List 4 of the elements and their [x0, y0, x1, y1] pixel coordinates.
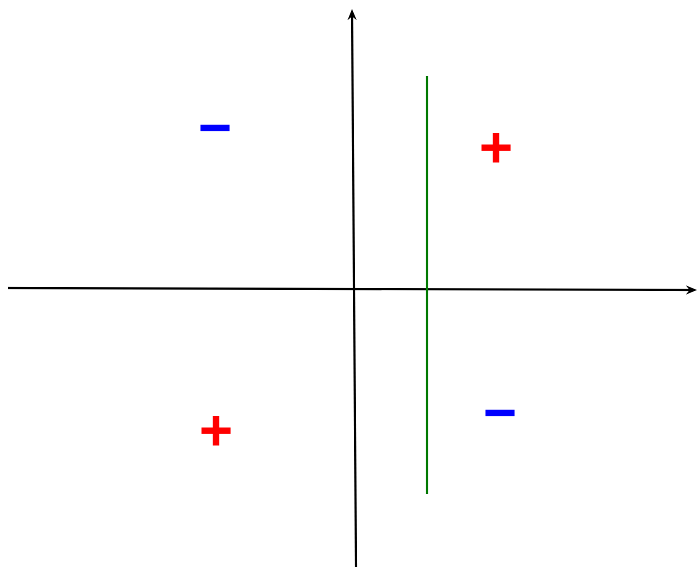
sign-label: + — [202, 416, 231, 446]
sign-label: + — [482, 133, 511, 162]
sign-label: − — [200, 124, 230, 132]
sign-label: − — [485, 410, 515, 416]
